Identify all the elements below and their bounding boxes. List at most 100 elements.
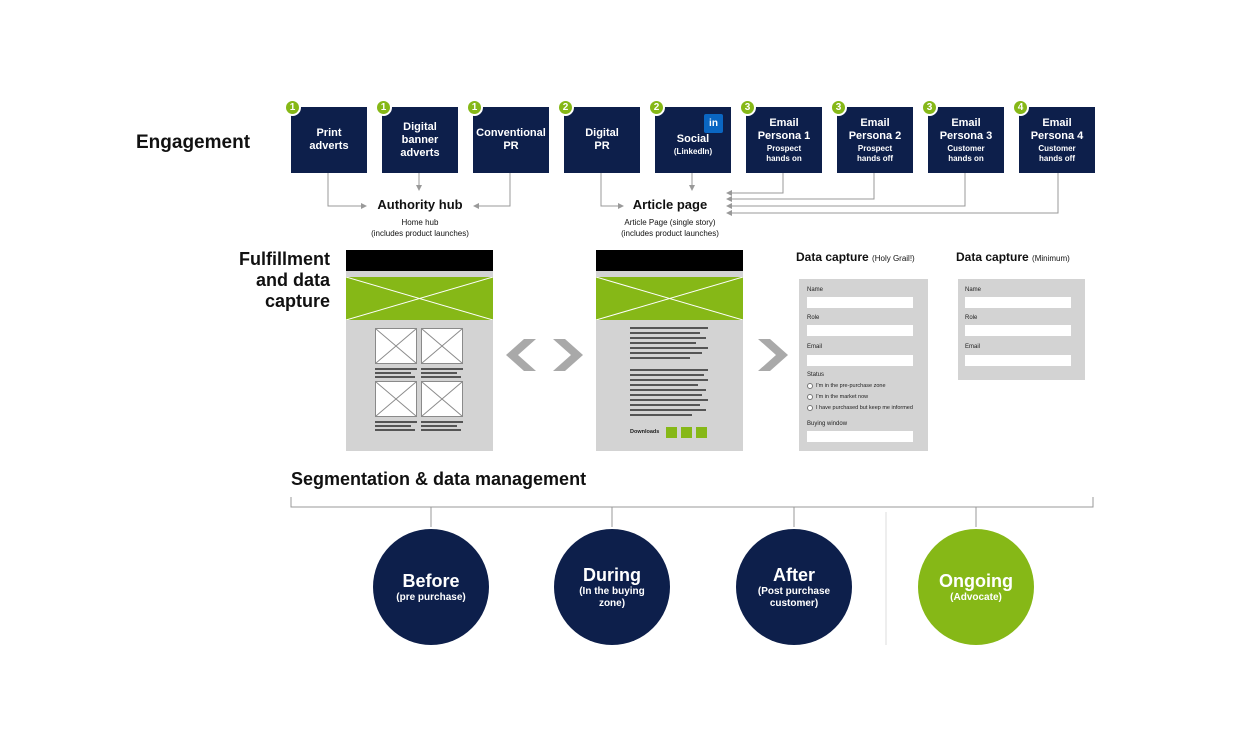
thumbnail-placeholder [421, 328, 463, 364]
engagement-box-social-linkedin: 2 in Social (LinkedIn) [648, 99, 731, 173]
step-badge: 2 [648, 99, 665, 116]
thumbnail-placeholder [375, 328, 417, 364]
data-capture-full-title-note: (Holy Grail!) [872, 254, 915, 263]
status-radio-in-market[interactable] [807, 394, 813, 400]
buying-window-label: Buying window [807, 421, 848, 427]
field-label-email: Email [965, 344, 981, 350]
engagement-box-conventional-pr: 1 Conventional PR [466, 99, 549, 173]
wireframe-header-bar [346, 250, 493, 271]
download-icon[interactable] [666, 427, 677, 438]
step-badge: 2 [557, 99, 574, 116]
engagement-box-sub: Customer hands on [947, 143, 985, 163]
engagement-box-label: Email Persona 3 [939, 116, 993, 142]
step-badge: 1 [284, 99, 301, 116]
engagement-box-sub: Customer hands off [1038, 143, 1076, 163]
field-label-role: Role [965, 315, 978, 321]
stage-sub: (pre purchase) [396, 591, 466, 603]
wireframe-hero-image [595, 276, 744, 321]
field-label-name: Name [807, 287, 824, 293]
stage-sub: (Post purchase customer) [757, 585, 831, 609]
authority-hub-wireframe [345, 250, 494, 451]
engagement-box-sub: Prospect hands off [857, 143, 893, 163]
data-capture-full-form: Name Role Email Status I'm in the pre-pu… [799, 279, 928, 451]
fulfillment-title-line-1: Fulfillment [239, 249, 330, 269]
wireframe-header-bar [596, 250, 743, 271]
data-capture-min-form: Name Role Email [958, 279, 1085, 380]
engagement-box-email-persona-3: 3 Email Persona 3 Customer hands on [921, 99, 1004, 173]
status-option-label: I'm in the market now [816, 394, 869, 400]
stage-title: Ongoing [939, 570, 1013, 591]
status-radio-purchased[interactable] [807, 405, 813, 411]
engagement-box-email-persona-4: 4 Email Persona 4 Customer hands off [1012, 99, 1095, 173]
engagement-box-sub: Prospect hands on [766, 143, 802, 163]
engagement-box-label: Conventional PR [476, 127, 546, 152]
name-field[interactable] [965, 297, 1071, 308]
article-page-sub: Article Page (single story) (includes pr… [621, 218, 719, 238]
engagement-box-label: Digital banner adverts [400, 120, 440, 159]
stage-title: Before [402, 570, 460, 591]
article-page-title: Article page [632, 197, 708, 212]
engagement-box-print-adverts: 1 Print adverts [284, 99, 367, 173]
step-badge: 1 [375, 99, 392, 116]
thumbnail-placeholder [375, 381, 417, 417]
field-label-name: Name [965, 287, 982, 293]
engagement-box-label: Print adverts [309, 127, 349, 152]
name-field[interactable] [807, 297, 913, 308]
stage-title: After [772, 564, 815, 585]
fulfillment-title: Fulfillment and data capture [220, 249, 330, 312]
stage-sub: (In the buying zone) [579, 585, 645, 609]
stage-circle-ongoing: Ongoing (Advocate) [918, 529, 1034, 645]
article-page-wireframe: Downloads [595, 250, 744, 451]
role-field[interactable] [807, 325, 913, 336]
engagement-box-email-persona-1: 3 Email Persona 1 Prospect hands on [739, 99, 822, 173]
step-badge: 3 [830, 99, 847, 116]
thumbnail-placeholder [421, 381, 463, 417]
stage-circle-before: Before (pre purchase) [373, 529, 489, 645]
engagement-box-digital-pr: 2 Digital PR [557, 99, 640, 173]
email-field[interactable] [965, 355, 1071, 366]
engagement-box-label: Social [676, 133, 710, 145]
chevron-right-icon [553, 339, 583, 371]
authority-hub-title: Authority hub [377, 197, 463, 212]
download-icon[interactable] [696, 427, 707, 438]
status-option-label: I'm in the pre-purchase zone [816, 383, 886, 389]
image-placeholder-icon [595, 276, 744, 321]
downloads-label: Downloads [630, 429, 660, 435]
stage-circle-after: After (Post purchase customer) [736, 529, 852, 645]
engagement-title: Engagement [136, 132, 251, 153]
status-option-label: I have purchased but keep me informed [816, 405, 913, 411]
status-label: Status [807, 372, 825, 378]
step-badge: 3 [921, 99, 938, 116]
step-badge: 3 [739, 99, 756, 116]
engagement-box-sub: (LinkedIn) [673, 147, 713, 156]
data-capture-full-title-text: Data capture [796, 250, 869, 264]
email-field[interactable] [807, 355, 913, 366]
buying-window-field[interactable] [807, 431, 913, 442]
chevron-left-icon [506, 339, 536, 371]
step-badge: 1 [466, 99, 483, 116]
wireframe-hero-image [345, 276, 494, 321]
fulfillment-title-line-2: and data [255, 270, 330, 290]
stage-sub: (Advocate) [950, 591, 1002, 603]
authority-hub-sub: Home hub (includes product launches) [371, 218, 469, 238]
step-badge: 4 [1012, 99, 1029, 116]
data-capture-full-title: Data capture (Holy Grail!) [796, 250, 915, 264]
segmentation-title: Segmentation & data management [291, 469, 587, 489]
download-icon[interactable] [681, 427, 692, 438]
fulfillment-title-line-3: capture [264, 291, 330, 311]
stage-circle-during: During (In the buying zone) [554, 529, 670, 645]
linkedin-icon: in [704, 114, 723, 133]
status-radio-pre-purchase[interactable] [807, 383, 813, 389]
image-placeholder-icon [345, 276, 494, 321]
engagement-box-digital-banner-adverts: 1 Digital banner adverts [375, 99, 458, 173]
field-label-role: Role [807, 315, 820, 321]
engagement-box-label: Email Persona 1 [757, 116, 811, 142]
data-capture-min-title-text: Data capture [956, 250, 1029, 264]
stage-title: During [583, 564, 641, 585]
engagement-box-label: Digital PR [585, 127, 619, 152]
engagement-box-label: Email Persona 2 [848, 116, 902, 142]
role-field[interactable] [965, 325, 1071, 336]
engagement-box-email-persona-2: 3 Email Persona 2 Prospect hands off [830, 99, 913, 173]
chevron-right-icon [758, 339, 788, 371]
